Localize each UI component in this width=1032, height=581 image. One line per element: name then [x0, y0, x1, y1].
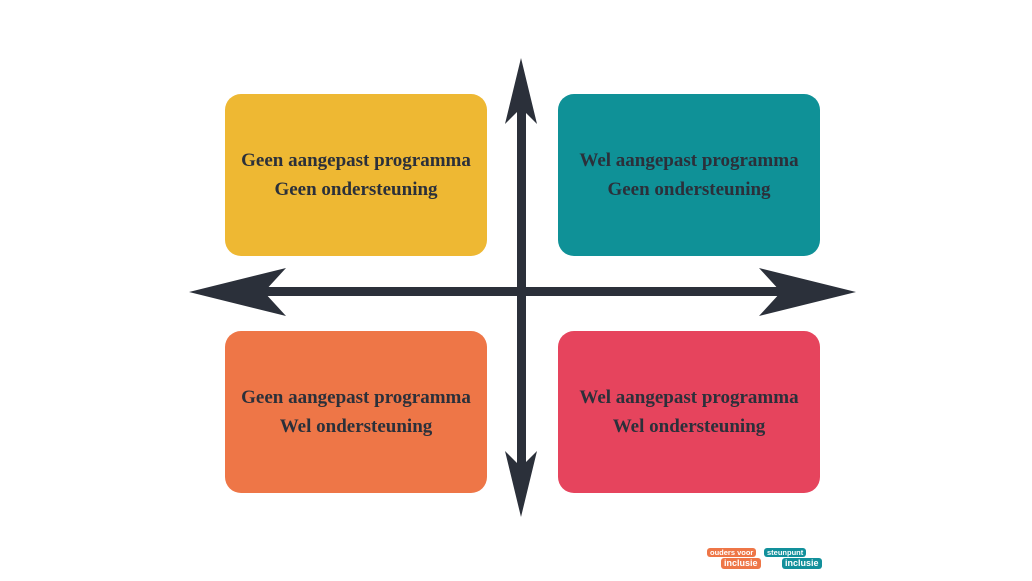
quadrant-bottom-left-line1: Geen aangepast programma — [241, 387, 471, 408]
quadrant-bottom-right-line1: Wel aangepast programma — [579, 387, 799, 408]
quadrant-top-left-line2: Geen ondersteuning — [274, 179, 438, 200]
up-arrowhead-icon — [505, 58, 537, 124]
logo-right-line2: inclusie — [782, 558, 822, 569]
quadrant-top-right-line2: Geen ondersteuning — [607, 179, 771, 200]
quadrant-bottom-left-line2: Wel ondersteuning — [279, 416, 433, 437]
logo-left-line2: inclusie — [721, 558, 761, 569]
left-arrowhead-icon — [189, 268, 286, 316]
quadrant-top-right: Wel aangepast programma Geen ondersteuni… — [558, 94, 820, 256]
quadrant-top-left-line1: Geen aangepast programma — [241, 150, 471, 171]
quadrant-bottom-left: Geen aangepast programma Wel ondersteuni… — [225, 331, 487, 493]
vertical-axis-shaft — [517, 100, 526, 470]
logo-left-line1: ouders voor — [707, 548, 757, 557]
ouders-voor-inclusie-logo: ouders voor inclusie — [707, 548, 763, 572]
quadrant-top-right-line1: Wel aangepast programma — [579, 150, 799, 171]
logo-right-line1: steunpunt — [764, 548, 807, 557]
down-arrowhead-icon — [505, 451, 537, 517]
quadrant-bottom-right-line2: Wel ondersteuning — [612, 416, 766, 437]
quadrant-top-left: Geen aangepast programma Geen ondersteun… — [225, 94, 487, 256]
quadrant-bottom-right: Wel aangepast programma Wel ondersteunin… — [558, 331, 820, 493]
right-arrowhead-icon — [759, 268, 856, 316]
steunpunt-inclusie-logo: steunpunt inclusie — [764, 548, 822, 572]
